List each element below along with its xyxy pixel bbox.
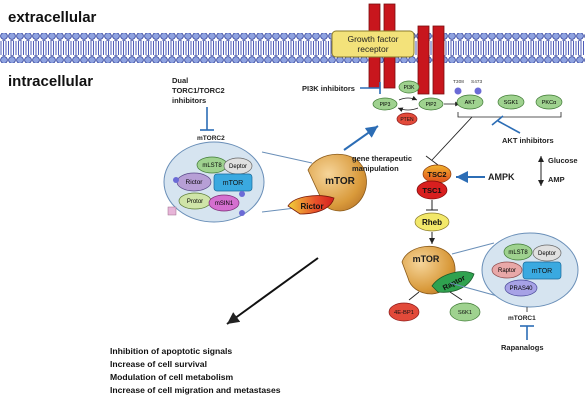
svg-text:PKCα: PKCα [542, 100, 557, 106]
s473-label: S473 [471, 79, 483, 85]
big-mtor-label-c1: mTOR [413, 254, 440, 264]
mtorc1-deptor [532, 244, 562, 262]
svg-text:PRAS40: PRAS40 [509, 286, 533, 292]
svg-text:PI3K: PI3K [404, 85, 416, 91]
outcomes-list: Inhibition of apoptotic signals Increase… [110, 345, 281, 397]
mtorc2-complex: mLST8 Deptor Rictor mTOR Protor mSIN1 [163, 141, 265, 223]
mtorc1-pras40 [504, 279, 538, 297]
s6k1-node: S6K1 [449, 302, 481, 322]
pten-node: PTEN [396, 112, 418, 126]
mtorc1-big-model: mTOR Raptor [401, 245, 475, 295]
pkc-node: PKCα [535, 94, 563, 110]
pip2-node: PIP2 [418, 97, 444, 111]
cell-membrane [0, 33, 585, 63]
svg-text:mSIN1: mSIN1 [215, 201, 234, 207]
svg-text:Rheb: Rheb [422, 218, 442, 227]
svg-text:PTEN: PTEN [400, 117, 414, 123]
svg-text:Raptor: Raptor [498, 268, 516, 274]
svg-text:SGK1: SGK1 [504, 100, 519, 106]
outcome-item: Inhibition of apoptotic signals [110, 346, 233, 356]
big-rictor-label: Rictor [300, 202, 323, 211]
sgk1-node: SGK1 [497, 94, 525, 110]
mtorc1-mtor [522, 261, 562, 280]
svg-text:PIP2: PIP2 [426, 102, 437, 108]
akt-inhibitor-label: AKT inhibitors [502, 136, 554, 145]
svg-text:mTOR: mTOR [223, 180, 243, 187]
outcome-arrow [226, 257, 319, 325]
svg-text:TSC1: TSC1 [422, 186, 441, 195]
mtorc1-title: mTORC1 [508, 315, 536, 322]
growth-factor-receptor: Growth factor receptor [331, 3, 445, 95]
svg-text:S6K1: S6K1 [458, 310, 472, 316]
mtorc2-mtor [213, 173, 253, 192]
rapanalogs-label: Rapanalogs [501, 343, 544, 352]
mtorc1-complex: mLST8 Deptor Raptor mTOR PRAS40 [481, 232, 579, 308]
mtorc2-msin1 [208, 194, 240, 212]
svg-text:Protor: Protor [187, 199, 203, 205]
svg-text:4E-BP1: 4E-BP1 [394, 310, 414, 316]
pi3k-node: PI3K [398, 80, 420, 94]
akt-node: AKT [456, 94, 484, 110]
legend-square [167, 206, 177, 216]
mtorc2-big-model: mTOR Rictor [287, 153, 367, 215]
svg-text:Deptor: Deptor [538, 251, 556, 257]
mtorc1-mlst8 [503, 243, 533, 261]
dual-inhibitor-label-2: TORC1/TORC2 [172, 86, 225, 95]
svg-text:TSC2: TSC2 [427, 170, 446, 179]
4ebp1-node: 4E-BP1 [388, 302, 420, 322]
svg-text:mTOR: mTOR [532, 268, 552, 275]
tsc2-node: TSC2 [422, 164, 452, 184]
svg-text:PIP3: PIP3 [380, 102, 391, 108]
intracellular-label: intracellular [8, 73, 93, 90]
svg-text:Rictor: Rictor [186, 179, 204, 186]
tsc1-node: TSC1 [416, 180, 448, 200]
pip3-node: PIP3 [372, 97, 398, 111]
rheb-node: Rheb [414, 212, 450, 232]
dual-inhibitor-label-1: Dual [172, 76, 188, 85]
gene-therapy-label-2: manipulation [352, 164, 399, 173]
mtorc2-title: mTORC2 [197, 135, 225, 142]
receptor-label-line1: Growth factor [347, 34, 398, 44]
dual-inhibitor-label-3: inhibitors [172, 96, 206, 105]
ampk-label: AMPK [488, 172, 515, 182]
amp-label: AMP [548, 175, 565, 184]
mtorc1-raptor [491, 261, 523, 279]
svg-text:Deptor: Deptor [229, 164, 247, 170]
svg-text:mLST8: mLST8 [202, 163, 222, 169]
outcome-item: Increase of cell migration and metastase… [110, 385, 281, 395]
outcome-item: Modulation of cell metabolism [110, 372, 234, 382]
receptor-label-line2: receptor [357, 44, 388, 54]
pi3k-inhibitor-label: PI3K inhibitors [302, 84, 355, 93]
outcome-item: Increase of cell survival [110, 359, 207, 369]
svg-text:AKT: AKT [465, 100, 476, 106]
svg-text:mLST8: mLST8 [508, 250, 528, 256]
big-mtor-label-c2: mTOR [325, 176, 356, 187]
glucose-label: Glucose [548, 156, 578, 165]
gene-therapy-label-1: gene therapeutic [352, 154, 412, 163]
t308-label: T308 [453, 79, 464, 85]
extracellular-label: extracellular [8, 9, 97, 26]
